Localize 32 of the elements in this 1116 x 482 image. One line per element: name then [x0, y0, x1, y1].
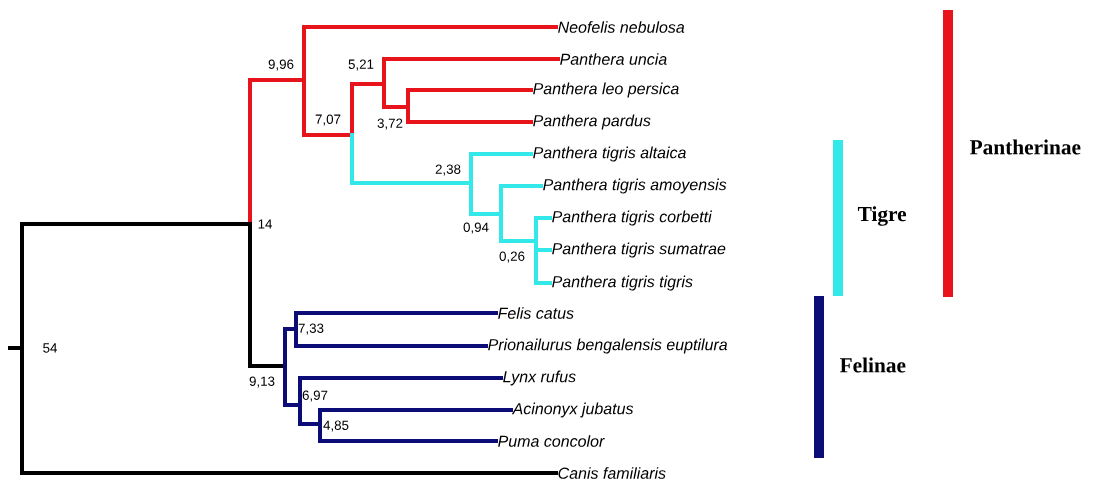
divergence-time: 7,33 [298, 323, 324, 335]
species-name: Neofelis nebulosa [558, 21, 685, 33]
clade-label: Pantherinae [969, 139, 1081, 155]
divergence-time: 0,26 [499, 251, 525, 263]
species-name: Panthera tigris amoyensis [543, 178, 727, 194]
species-name: Puma concolor [498, 435, 605, 447]
clade-label: Tigre [857, 206, 907, 226]
divergence-time: 7,07 [315, 114, 341, 126]
species-name: Panthera tigris corbetti [552, 210, 712, 226]
species-name: Felis catus [498, 307, 574, 319]
divergence-time: 9,13 [249, 376, 275, 388]
species-name: Panthera pardus [533, 114, 651, 130]
species-name: Lynx rufus [503, 370, 576, 386]
species-name: Panthera uncia [560, 53, 667, 65]
divergence-time: 3,72 [377, 118, 403, 130]
species-name: Panthera leo persica [533, 82, 679, 98]
branch-line [534, 239, 552, 285]
divergence-time: 9,96 [268, 59, 294, 71]
divergence-time: 5,21 [348, 59, 374, 71]
species-name: Panthera tigris altaica [533, 146, 686, 162]
divergence-time: 14 [258, 219, 273, 229]
clade-label: Felinae [839, 357, 906, 373]
species-name: Prionailurus bengalensis euptilura [488, 338, 728, 354]
species-name: Canis familiaris [558, 467, 666, 479]
divergence-time: 54 [43, 343, 58, 353]
divergence-time: 0,94 [463, 222, 489, 234]
divergence-time: 4,85 [323, 420, 349, 432]
species-name: Panthera tigris sumatrae [552, 242, 726, 258]
species-name: Acinonyx jubatus [511, 402, 634, 418]
divergence-time: 6,97 [302, 390, 328, 402]
divergence-time: 2,38 [435, 164, 461, 176]
species-name: Panthera tigris tigris [552, 275, 693, 291]
